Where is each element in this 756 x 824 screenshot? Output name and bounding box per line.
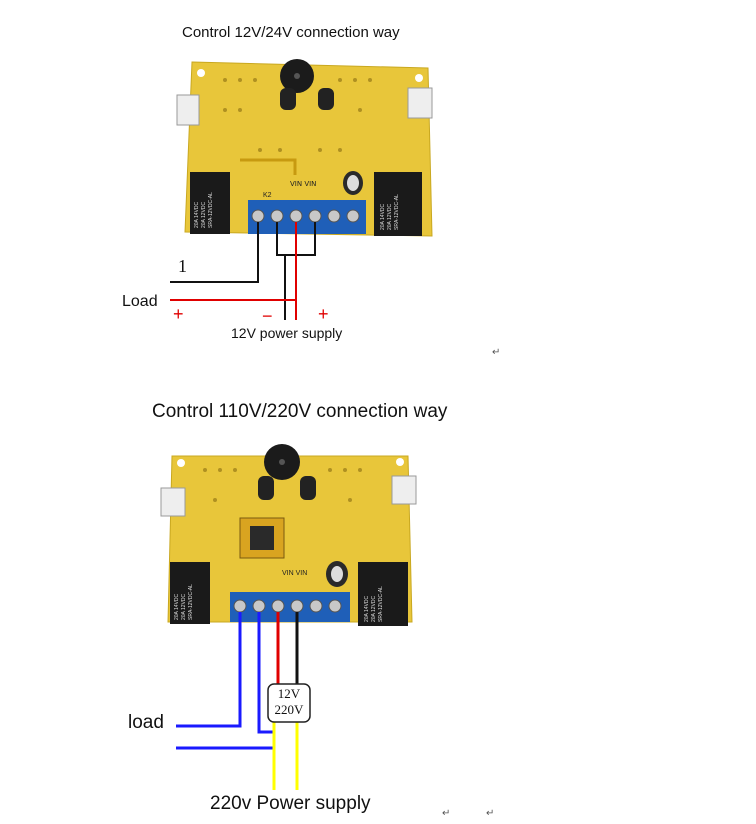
plus-sign-left: + [173, 304, 184, 324]
terminal-block [248, 200, 366, 234]
converter-box-label: 12V 220V [274, 686, 304, 717]
return-mark: ↵ [492, 347, 501, 358]
terminal-screw [251, 209, 265, 223]
mount-hole [177, 459, 185, 467]
pcb-k-label: K2 [263, 192, 272, 199]
terminal-screw [289, 209, 303, 223]
terminal-screw [346, 209, 360, 223]
relay-left [170, 562, 210, 624]
side-connector [176, 94, 200, 126]
terminal-screw [327, 209, 341, 223]
supply-label-12v: 12V power supply [231, 325, 343, 341]
plus-sign-right: + [318, 304, 329, 324]
side-connector [391, 475, 417, 505]
terminal-screw [270, 209, 284, 223]
pcb-silk-label: VIN VIN [282, 570, 308, 577]
side-connector [160, 487, 186, 517]
capacitor [318, 88, 334, 110]
mount-hole [197, 69, 205, 77]
capacitor [300, 476, 316, 500]
top-pcb-board [176, 59, 433, 237]
terminal-screw [309, 599, 323, 613]
terminal-screw [252, 599, 266, 613]
terminal-screw [290, 599, 304, 613]
top-title: Control 12V/24V connection way [182, 24, 400, 41]
pcb-silk-label: VIN VIN [290, 180, 317, 188]
load-label-bottom: load [128, 712, 164, 733]
terminal-screw [308, 209, 322, 223]
mount-hole [396, 458, 404, 466]
relay-left [190, 172, 230, 234]
return-mark: ↵ [442, 808, 451, 819]
bottom-wires [176, 612, 299, 790]
terminal-number-label: 1 [178, 256, 187, 276]
terminal-screw [233, 599, 247, 613]
top-wires [170, 222, 316, 320]
capacitor [280, 88, 296, 110]
relay-right [358, 562, 408, 626]
supply-label-220v: 220v Power supply [210, 793, 371, 814]
relay-right [374, 172, 422, 236]
capacitor [258, 476, 274, 500]
load-label: Load [122, 293, 158, 310]
mount-hole [415, 74, 423, 82]
power-converter-box [267, 683, 311, 723]
bottom-title: Control 110V/220V connection way [152, 401, 448, 422]
terminal-screw [271, 599, 285, 613]
bottom-pcb-board [160, 444, 417, 626]
return-mark: ↵ [486, 808, 495, 819]
terminal-screw [328, 599, 342, 613]
minus-sign: − [262, 306, 273, 326]
side-connector [407, 87, 433, 119]
